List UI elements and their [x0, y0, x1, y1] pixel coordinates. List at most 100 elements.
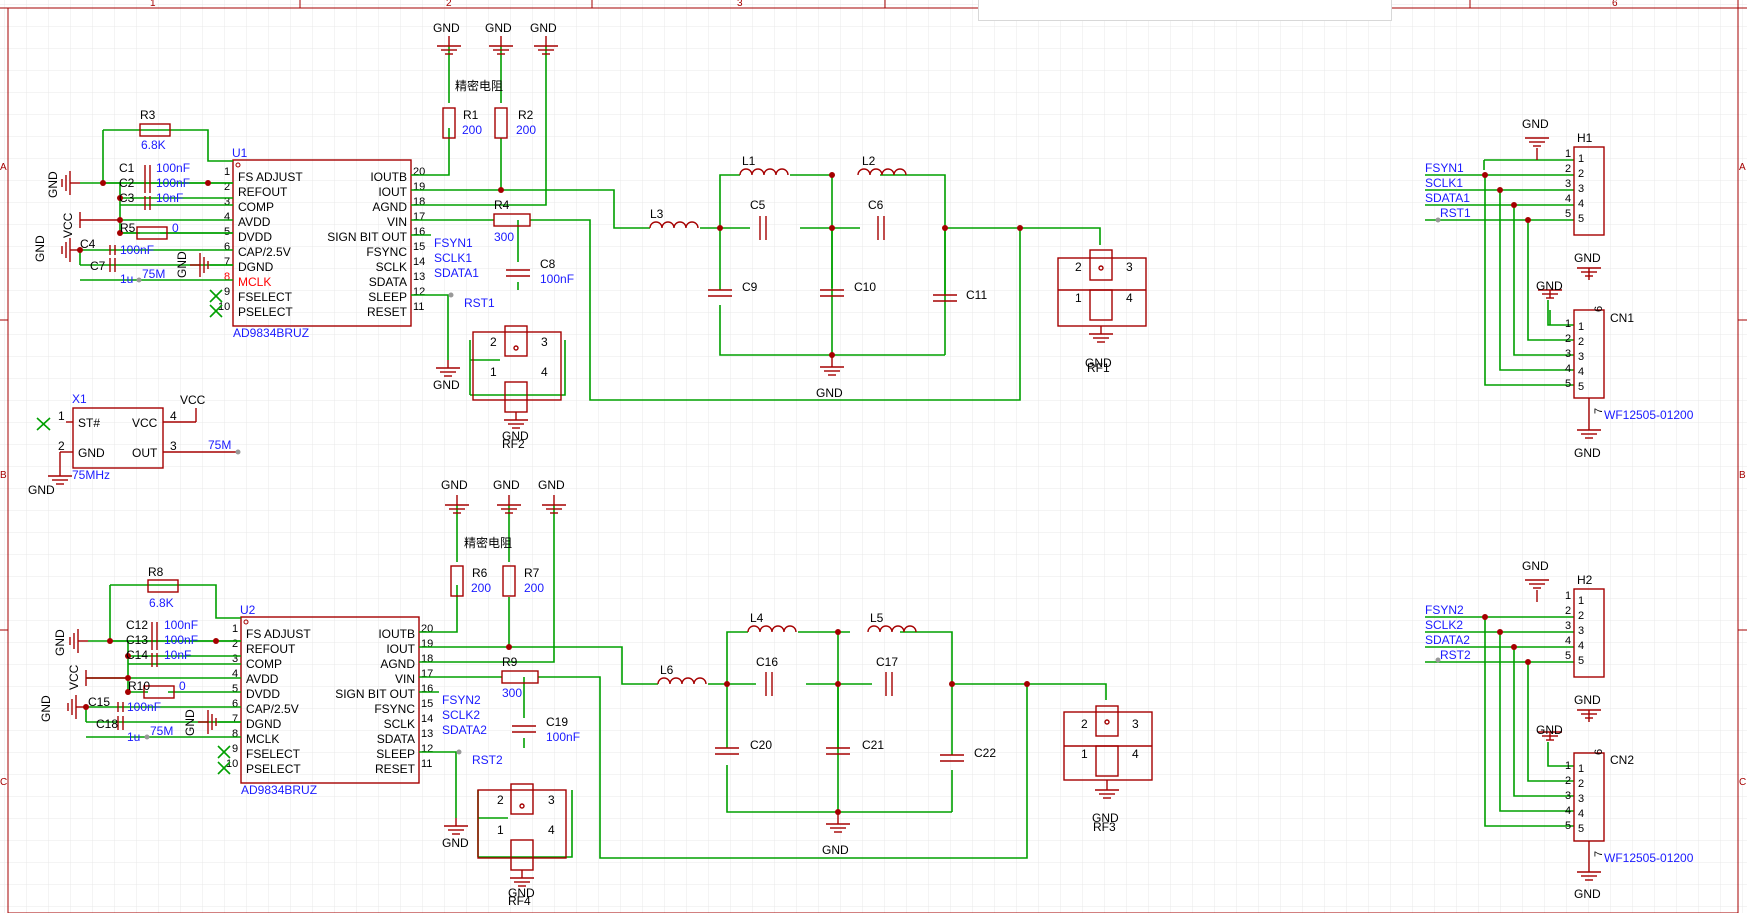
- gnd-label: GND: [46, 171, 60, 198]
- h2-pin-num: 2: [1578, 610, 1584, 622]
- ic-u2[interactable]: U2 AD9834BRUZ FS ADJUST REFOUT COMP AVDD…: [226, 603, 433, 797]
- h1-pin-num: 5: [1565, 208, 1571, 220]
- u2-part: AD9834BRUZ: [241, 783, 317, 797]
- h2-pin-num: 4: [1578, 640, 1584, 652]
- u2-pin-num: 9: [232, 743, 238, 755]
- capacitor-c10: [820, 289, 844, 297]
- capacitor-c3: [144, 196, 151, 210]
- inductor-l3: [649, 221, 699, 229]
- c7-ref: C7: [90, 259, 106, 273]
- r4-value: 300: [494, 230, 514, 244]
- u2-pin-label: PSELECT: [246, 762, 301, 776]
- u1-pin-num: 16: [413, 226, 425, 238]
- capacitor-c21: [826, 747, 850, 755]
- u1-pin-label: RESET: [367, 305, 408, 319]
- x1-pin-num: 3: [170, 439, 177, 453]
- gnd-label: GND: [1536, 279, 1563, 293]
- cn1-ref: CN1: [1610, 311, 1634, 325]
- u2-pin-num: 20: [421, 623, 433, 635]
- rf-pin-num: 2: [1075, 260, 1082, 274]
- rf-pin-num: 1: [490, 365, 497, 379]
- c10-ref: C10: [854, 280, 876, 294]
- rf-pin-num: 1: [497, 823, 504, 837]
- l6-ref: L6: [660, 663, 674, 677]
- frame-row-label: B: [0, 470, 7, 481]
- c12-ref: C12: [126, 618, 148, 632]
- gnd-symbol: [1538, 731, 1562, 741]
- ic-u1[interactable]: U1 AD9834BRUZ FS ADJUST REFOUT COMP AVDD…: [218, 146, 425, 340]
- c2-value: 100nF: [156, 176, 190, 190]
- h1-pin-num: 4: [1565, 193, 1571, 205]
- u2-pin-label: DGND: [246, 717, 282, 731]
- cn2-pin-num: 7: [1593, 851, 1605, 857]
- cn2-pin-num: 2: [1578, 778, 1584, 790]
- r10-ref: R10: [128, 679, 150, 693]
- cn2-ref: CN2: [1610, 753, 1634, 767]
- cn2-pin-num: 2: [1565, 775, 1571, 787]
- rf-connector-rf1: [1057, 249, 1147, 343]
- u1-pin-num: 4: [224, 211, 230, 223]
- gnd-symbol: [542, 495, 566, 514]
- r7-value: 200: [524, 581, 544, 595]
- u2-pin-label: MCLK: [246, 732, 279, 746]
- x1-pin-label: GND: [78, 446, 105, 460]
- u2-pin-label: FS ADJUST: [246, 627, 311, 641]
- h1-pin-num: 3: [1565, 178, 1571, 190]
- gnd-label: GND: [33, 235, 47, 262]
- h2-pin-num: 3: [1578, 625, 1584, 637]
- u1-pin-label: MCLK: [238, 275, 271, 289]
- gnd-symbol: [826, 812, 850, 833]
- rf3-ref: RF3: [1093, 820, 1116, 834]
- c14-value: 10nF: [164, 648, 191, 662]
- resistor-r3: [139, 123, 171, 137]
- r8-ref: R8: [148, 565, 164, 579]
- gnd-symbol: [61, 171, 80, 195]
- frame-row-label: B: [1739, 470, 1746, 481]
- h2-pin-num: 1: [1578, 595, 1584, 607]
- cn1-pin-num: 1: [1578, 321, 1584, 333]
- u2-pin-label: SCLK: [384, 717, 415, 731]
- x1-ref: X1: [72, 392, 87, 406]
- rf-pin-num: 2: [497, 793, 504, 807]
- inductor-l5: [867, 625, 917, 633]
- gnd-label: GND: [1092, 811, 1119, 825]
- capacitor-c9: [708, 289, 732, 297]
- net-rst2: RST2: [1440, 648, 1471, 662]
- r1-ref: R1: [463, 108, 479, 122]
- u1-pin-num: 1: [224, 166, 230, 178]
- r9-ref: R9: [502, 655, 518, 669]
- gnd-symbol: [1577, 267, 1601, 280]
- r2-ref: R2: [518, 108, 534, 122]
- rf-pin-num: 4: [1126, 291, 1133, 305]
- cn2-pin-num: 5: [1578, 823, 1584, 835]
- u1-pin-num: 5: [224, 226, 230, 238]
- c15-value: 100nF: [127, 700, 161, 714]
- resistor-r6: [450, 565, 464, 597]
- x1-pin-num: 2: [58, 439, 65, 453]
- u1-pin-label: FSELECT: [238, 290, 293, 304]
- capacitor-c18: [117, 716, 124, 730]
- cn1-pin-num: 1: [1565, 318, 1571, 330]
- gnd-label: GND: [1574, 251, 1601, 265]
- frame-col-label: 3: [737, 0, 743, 9]
- u1-pin-label: DGND: [238, 260, 274, 274]
- cn2-pin-num: 4: [1578, 808, 1584, 820]
- frame-row-label: A: [0, 162, 7, 173]
- h2-pin-num: 5: [1578, 655, 1584, 667]
- cn1-part: WF12505-01200: [1604, 408, 1694, 422]
- u1-pin-num: 9: [224, 286, 230, 298]
- capacitor-c12: [151, 622, 158, 650]
- vcc-label: VCC: [180, 393, 206, 407]
- c21-ref: C21: [862, 738, 884, 752]
- c11-ref: C11: [966, 288, 987, 302]
- gnd-symbol: [820, 355, 844, 376]
- u2-pin-num: 6: [232, 698, 238, 710]
- x1-pin-num: 4: [170, 409, 177, 423]
- r6-ref: R6: [472, 566, 488, 580]
- h1-pin-num: 4: [1578, 198, 1584, 210]
- gnd-symbol: [190, 253, 209, 277]
- c5-ref: C5: [750, 198, 766, 212]
- r1-value: 200: [462, 123, 482, 137]
